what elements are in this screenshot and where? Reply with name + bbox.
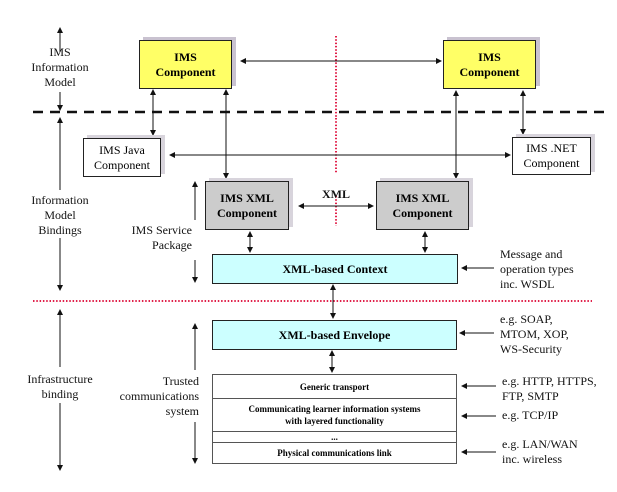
- annotation-line: MTOM, XOP,: [500, 327, 569, 341]
- box-line: IMS XML: [395, 190, 450, 205]
- annotation-physical: e.g. LAN/WAN inc. wireless: [502, 437, 617, 467]
- box-line: IMS .NET: [526, 141, 577, 155]
- stack-row-physical-link[interactable]: Physical communications link: [277, 448, 392, 458]
- xml-based-envelope[interactable]: XML-based Envelope: [212, 320, 457, 350]
- stack-row-learner-systems[interactable]: Communicating learner information system…: [213, 399, 456, 432]
- annotation-envelope: e.g. SOAP, MTOM, XOP, WS-Security: [500, 312, 615, 357]
- annotation-transport: e.g. HTTP, HTTPS, FTP, SMTP: [502, 374, 617, 404]
- box-line: Component: [155, 64, 216, 79]
- ims-component-right[interactable]: IMS Component: [443, 40, 536, 89]
- ims-xml-component-right[interactable]: IMS XML Component: [376, 181, 469, 230]
- box-line: Component: [392, 205, 453, 220]
- annotation-line: inc. wireless: [502, 452, 562, 466]
- label-line: system: [165, 404, 199, 418]
- label-line: Model: [44, 75, 76, 89]
- annotation-line: e.g. TCP/IP: [502, 408, 559, 422]
- label-line: Information: [31, 60, 89, 74]
- label-line: Infrastructure: [27, 372, 93, 386]
- label-line: Trusted: [162, 374, 199, 388]
- annotation-line: FTP, SMTP: [502, 389, 559, 403]
- box-line: IMS: [478, 49, 501, 64]
- xml-exchange-label: XML: [322, 187, 350, 201]
- annotation-line: e.g. LAN/WAN: [502, 437, 578, 451]
- annotation-line: Message and: [500, 247, 563, 261]
- sublayer-label-service-package: IMS Service Package: [110, 223, 192, 253]
- box-line: Component: [216, 205, 277, 220]
- layer-label-bindings: Information Model Bindings: [25, 193, 95, 238]
- label-line: Bindings: [38, 223, 82, 237]
- box-line: IMS: [174, 49, 197, 64]
- box-line: Component: [459, 64, 520, 79]
- annotation-line: e.g. HTTP, HTTPS,: [502, 374, 597, 388]
- label-line: communications: [119, 389, 199, 403]
- ims-java-component[interactable]: IMS Java Component: [83, 138, 161, 177]
- stack-row-generic-transport[interactable]: Generic transport: [213, 375, 456, 399]
- annotation-line: e.g. SOAP,: [500, 312, 553, 326]
- row-line: Communicating learner information system…: [248, 404, 421, 414]
- label-line: Package: [152, 238, 192, 252]
- communications-stack: Generic transport Communicating learner …: [212, 374, 457, 464]
- annotation-context: Message and operation types inc. WSDL: [500, 247, 615, 292]
- box-line: Component: [94, 157, 150, 172]
- sublayer-label-trusted-comms: Trusted communications system: [100, 374, 199, 419]
- label-line: IMS: [49, 45, 71, 59]
- label-line: binding: [41, 387, 79, 401]
- xml-based-context[interactable]: XML-based Context: [212, 254, 458, 284]
- ims-dotnet-component[interactable]: IMS .NET Component: [512, 137, 591, 175]
- box-line: IMS XML: [220, 190, 274, 205]
- box-line: IMS Java: [99, 142, 145, 157]
- layer-label-information-model: IMS Information Model: [25, 45, 95, 90]
- label-line: Information: [31, 193, 89, 207]
- ims-xml-component-left[interactable]: IMS XML Component: [205, 181, 289, 230]
- row-line: with layered functionality: [285, 416, 384, 426]
- label-line: Model: [44, 208, 76, 222]
- annotation-comms: e.g. TCP/IP: [502, 408, 617, 423]
- annotation-line: inc. WSDL: [500, 277, 555, 291]
- box-line: Component: [523, 156, 580, 170]
- annotation-line: WS-Security: [500, 342, 562, 356]
- stack-row-ellipsis: ...: [213, 432, 456, 443]
- annotation-line: operation types: [500, 262, 574, 276]
- label-line: IMS Service: [131, 223, 192, 237]
- ims-component-left[interactable]: IMS Component: [139, 40, 232, 89]
- layer-label-infrastructure: Infrastructure binding: [18, 372, 102, 402]
